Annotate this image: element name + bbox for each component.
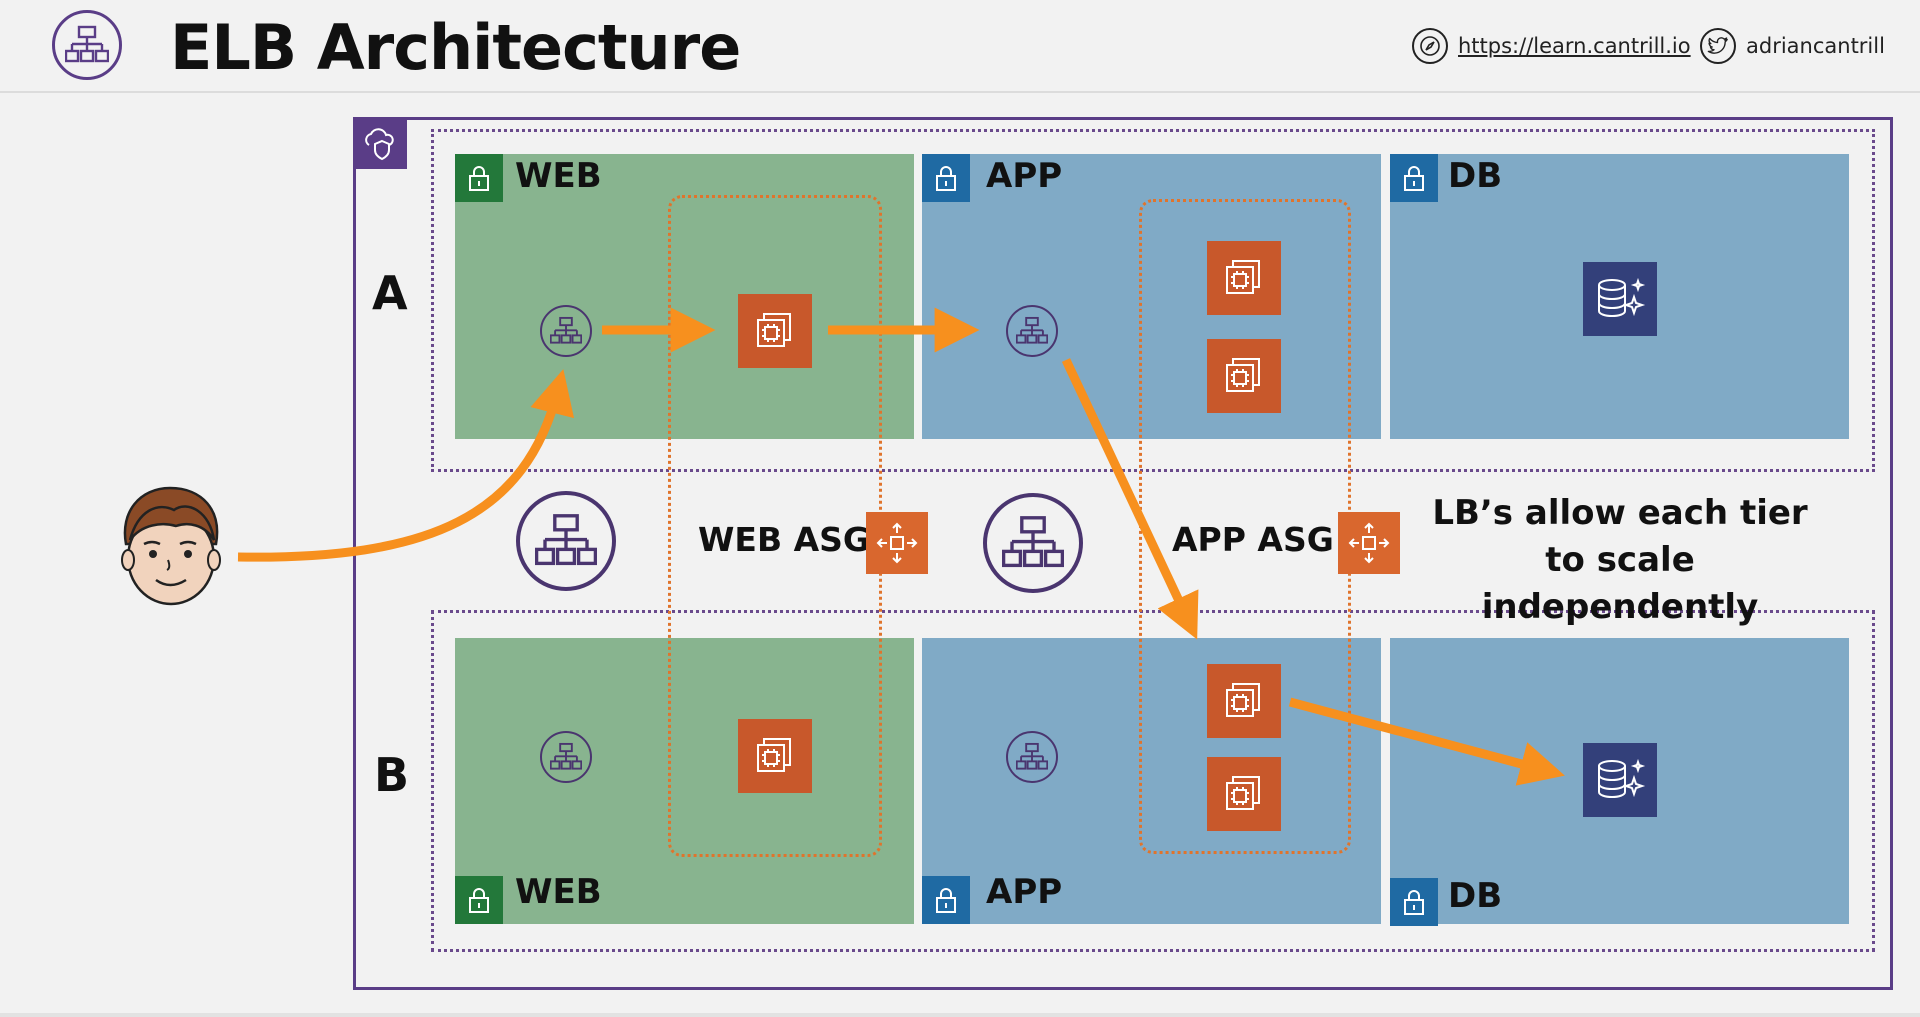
ec2-instance-icon <box>1207 339 1281 413</box>
ec2-instance-icon <box>1207 664 1281 738</box>
az-label-b: B <box>374 748 410 802</box>
subnet-label: WEB <box>515 156 602 196</box>
lock-icon <box>1390 878 1438 926</box>
ec2-instance-icon <box>1207 757 1281 831</box>
auto-scaling-icon <box>1338 512 1400 574</box>
lock-icon <box>922 876 970 924</box>
site-link-text[interactable]: https://learn.cantrill.io <box>1458 34 1691 58</box>
load-balancer-node-icon <box>540 305 592 357</box>
twitter-icon <box>1700 28 1736 64</box>
load-balancer-icon <box>52 10 122 80</box>
app-lb-to-app-instance-arrow <box>1061 358 1199 640</box>
slide-header: ELB Architecture https://learn.cantrill.… <box>0 0 1920 93</box>
app-instance-to-database-arrow <box>1288 697 1565 786</box>
lock-icon <box>455 876 503 924</box>
availability-zone-a <box>431 129 1875 472</box>
user-avatar-icon <box>118 482 224 608</box>
app-subnet-b: APP <box>922 638 1381 924</box>
ec2-instance-icon <box>738 294 812 368</box>
load-balancer-node-icon <box>1006 305 1058 357</box>
user-to-web-lb-arrow <box>237 369 575 562</box>
load-balancer-node-icon <box>540 731 592 783</box>
load-balancer-icon <box>983 493 1083 593</box>
lock-icon <box>1390 154 1438 202</box>
footer-bar <box>0 1013 1920 1017</box>
app-asg-label: APP ASG <box>1172 520 1334 559</box>
web-asg-label: WEB ASG <box>698 520 870 559</box>
database-icon <box>1583 262 1657 336</box>
availability-zone-b <box>431 610 1875 952</box>
lock-icon <box>922 154 970 202</box>
database-icon <box>1583 743 1657 817</box>
page-title: ELB Architecture <box>170 11 741 84</box>
site-link[interactable]: https://learn.cantrill.io <box>1412 28 1691 64</box>
compass-icon <box>1412 28 1448 64</box>
web-subnet-b: WEB <box>455 638 914 924</box>
subnet-label: DB <box>1448 876 1503 916</box>
subnet-label: APP <box>986 872 1063 912</box>
load-balancer-icon <box>516 491 616 591</box>
ec2-instance-icon <box>738 719 812 793</box>
subnet-label: WEB <box>515 872 602 912</box>
subnet-label: DB <box>1448 156 1503 196</box>
twitter-handle[interactable]: adriancantrill <box>1746 34 1885 58</box>
auto-scaling-icon <box>866 512 928 574</box>
diagram-note: LB’s allow each tier to scale independen… <box>1432 493 1808 627</box>
az-label-a: A <box>372 266 408 320</box>
lock-icon <box>455 154 503 202</box>
vpc-icon <box>353 117 407 169</box>
twitter-link[interactable]: adriancantrill <box>1700 28 1885 64</box>
ec2-instance-icon <box>1207 241 1281 315</box>
subnet-label: APP <box>986 156 1063 196</box>
load-balancer-node-icon <box>1006 731 1058 783</box>
